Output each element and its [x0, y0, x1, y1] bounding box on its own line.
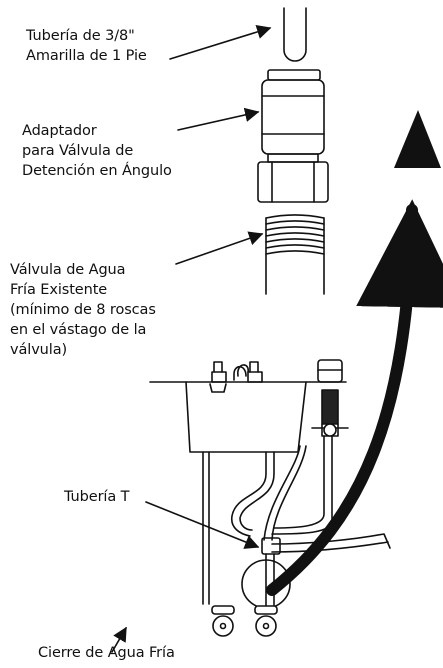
label-existing-cold-water-valve: Válvula de Agua Fría Existente (mínimo d…	[10, 262, 156, 358]
label-cold-water-shutoff: Cierre de Agua Fría	[38, 645, 175, 661]
leader-tee	[145, 501, 260, 549]
big-curved-arrow	[266, 199, 443, 596]
label-angle-stop-adapter: Adaptador para Válvula de Detención en Á…	[22, 123, 172, 179]
leader-adapter	[177, 107, 260, 131]
leader-valve	[175, 231, 264, 265]
valve-stem-threads	[265, 214, 325, 295]
yellow-tubing	[283, 7, 307, 62]
sink-assembly	[149, 361, 347, 637]
label-yellow-tubing: Tubería de 3/8" Amarilla de 1 Pie	[26, 28, 147, 64]
label-tee-tubing: Tubería T	[64, 489, 130, 505]
supply-tubing	[230, 435, 391, 637]
angle-stop-adapter	[257, 69, 329, 203]
leader-tubing	[169, 24, 272, 60]
dispenser-fittings	[311, 359, 349, 437]
leader-shutoff	[111, 626, 127, 653]
